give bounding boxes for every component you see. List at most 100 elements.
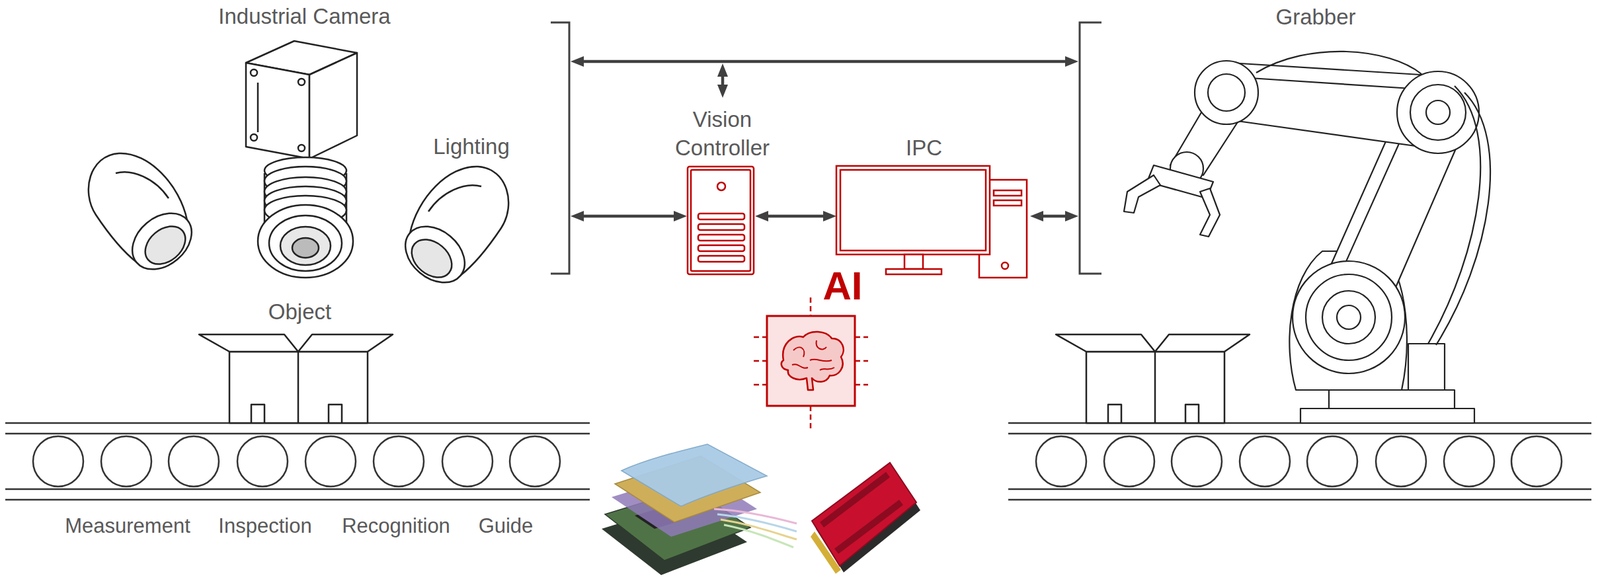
belt-line bbox=[5, 488, 590, 491]
part-label: Lighting bbox=[433, 132, 510, 162]
chip-pin bbox=[753, 384, 767, 387]
ai-chip-icon bbox=[753, 297, 869, 429]
lens-front bbox=[257, 204, 354, 278]
camera-groove bbox=[257, 82, 260, 133]
belt-line bbox=[1008, 499, 1592, 502]
box-left bbox=[199, 334, 393, 424]
power-button bbox=[717, 182, 726, 191]
roller bbox=[373, 436, 424, 487]
conveyor-left bbox=[5, 423, 590, 500]
chip-pin bbox=[854, 336, 869, 339]
part-label: Guide bbox=[478, 513, 534, 540]
roller bbox=[101, 436, 152, 487]
connector-arrow bbox=[762, 214, 829, 219]
roller bbox=[237, 436, 288, 487]
roller bbox=[1104, 436, 1155, 487]
bus-arrow bbox=[578, 214, 680, 219]
lamp-lens bbox=[138, 218, 194, 272]
brain-icon bbox=[781, 331, 844, 391]
part-label: Recognition bbox=[341, 513, 451, 540]
tower-inner bbox=[690, 169, 751, 272]
box-flap bbox=[1055, 334, 1156, 352]
robot-pedestal bbox=[1328, 390, 1455, 409]
camera-front bbox=[245, 62, 310, 159]
chip-pin bbox=[809, 297, 812, 317]
box-notch bbox=[251, 404, 265, 424]
chip-body bbox=[766, 316, 855, 406]
gripper-jaw bbox=[1123, 175, 1161, 213]
ipc-icon bbox=[836, 165, 1027, 278]
lamp-rim bbox=[394, 214, 477, 294]
lamp-left bbox=[88, 153, 203, 281]
camera-node: Industrial Camera bbox=[241, 40, 358, 281]
robot-base-plate bbox=[1300, 408, 1475, 424]
roller bbox=[1307, 436, 1358, 487]
roller bbox=[1443, 436, 1495, 487]
chip-stack-image bbox=[601, 444, 797, 576]
lens-glass bbox=[292, 238, 319, 258]
roller bbox=[1375, 436, 1427, 487]
box-notch bbox=[328, 404, 342, 424]
robot-shoulder bbox=[1410, 84, 1466, 141]
bus-arrow bbox=[1038, 214, 1071, 219]
box-body bbox=[1086, 351, 1225, 424]
vision-controller-node: Vision Controller bbox=[686, 165, 756, 276]
belt-line bbox=[1008, 488, 1592, 491]
power-button bbox=[1001, 262, 1009, 270]
robot-cable bbox=[1436, 92, 1491, 346]
tower-slot bbox=[698, 213, 745, 220]
bus-arrow bbox=[578, 60, 1071, 64]
node-heading: Vision Controller bbox=[656, 105, 789, 163]
lamp-line bbox=[428, 185, 482, 212]
camera-screw bbox=[250, 69, 258, 77]
robot-arm-drawing bbox=[1123, 51, 1491, 424]
box-notch bbox=[1108, 404, 1122, 424]
robot-motor bbox=[1305, 274, 1392, 361]
robot-elbow bbox=[1207, 74, 1245, 112]
brain-folds bbox=[792, 340, 835, 371]
ipc-node: IPC bbox=[836, 165, 1028, 278]
controller-icon bbox=[687, 166, 754, 275]
box-body bbox=[229, 351, 368, 424]
lamp-rim bbox=[121, 201, 203, 281]
bus-arrow bbox=[721, 71, 725, 90]
box-flap bbox=[1155, 334, 1250, 352]
bracket bbox=[1079, 22, 1102, 274]
lens-front bbox=[269, 215, 342, 272]
card-fingers bbox=[810, 531, 841, 574]
robot-shoulder bbox=[1426, 100, 1450, 125]
robot-motor bbox=[1336, 305, 1361, 330]
lens-glass bbox=[280, 226, 331, 266]
box-flap bbox=[298, 334, 393, 352]
robot-cable bbox=[1428, 85, 1481, 344]
belt-line bbox=[5, 433, 590, 436]
box-seam bbox=[1154, 351, 1157, 424]
tower-slot bbox=[698, 255, 745, 262]
box-seam bbox=[297, 351, 300, 424]
belt-line bbox=[1008, 433, 1592, 436]
tower-case bbox=[687, 166, 754, 275]
roller bbox=[1036, 436, 1087, 487]
card-groove bbox=[834, 499, 904, 555]
roller bbox=[442, 436, 493, 487]
box-notch bbox=[1185, 404, 1199, 424]
node-heading: Grabber bbox=[1275, 3, 1356, 32]
roller bbox=[1239, 436, 1290, 487]
part-label: Inspection bbox=[218, 513, 312, 540]
chip-pin bbox=[753, 336, 767, 339]
chip-pin bbox=[854, 384, 869, 387]
node-heading: Industrial Camera bbox=[218, 2, 391, 32]
ai-chip-node: AI bbox=[766, 316, 855, 406]
lamp-lens bbox=[404, 232, 460, 285]
node-heading: Object bbox=[268, 298, 332, 327]
trace bbox=[723, 524, 794, 548]
object-node: Object bbox=[199, 334, 393, 424]
robot-cable bbox=[1256, 51, 1422, 75]
bus-arrows bbox=[578, 61, 1071, 217]
robot-detail bbox=[1249, 78, 1422, 90]
lamp-right bbox=[394, 166, 510, 295]
chip-pin bbox=[854, 360, 869, 363]
robot-shoulder bbox=[1397, 71, 1480, 154]
robot-cable-box bbox=[1408, 343, 1445, 391]
